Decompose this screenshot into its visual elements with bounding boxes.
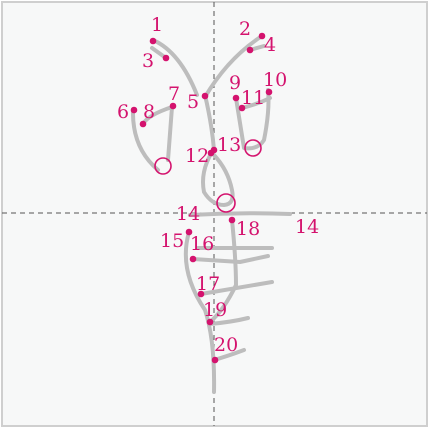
label-9: 9 <box>229 72 241 94</box>
stroke-left-loop-outer <box>130 108 160 172</box>
start-dot-1 <box>149 37 157 45</box>
stroke-bar-2 <box>191 254 270 264</box>
start-dot-16 <box>189 255 197 263</box>
label-18: 18 <box>236 218 260 240</box>
stroke-left-arm <box>151 38 199 97</box>
stroke-right-arm <box>203 34 264 99</box>
start-dot-13 <box>210 146 218 154</box>
label-20: 20 <box>214 334 238 356</box>
label-14-end: 14 <box>295 216 319 238</box>
end-ring <box>244 139 262 157</box>
label-5: 5 <box>187 91 199 113</box>
label-13: 13 <box>217 134 241 156</box>
start-dot-10 <box>265 88 273 96</box>
label-19: 19 <box>203 299 227 321</box>
label-3: 3 <box>142 50 154 72</box>
stroke-order-labels: 1 2 3 4 5 6 7 8 9 10 11 12 13 14 14 15 1… <box>117 14 319 356</box>
start-dot-5 <box>201 92 209 100</box>
start-dot-4 <box>246 46 254 54</box>
stroke-crossbar <box>188 211 292 217</box>
end-ring <box>154 157 172 175</box>
label-7: 7 <box>168 83 180 105</box>
label-8: 8 <box>143 101 155 123</box>
start-dot-20 <box>211 356 219 364</box>
stroke-bar-4 <box>208 316 250 326</box>
label-12: 12 <box>185 145 209 167</box>
stroke-bar-3 <box>199 280 274 296</box>
label-4: 4 <box>264 34 276 56</box>
start-dot-17 <box>197 290 205 298</box>
label-17: 17 <box>196 273 220 295</box>
end-ring <box>216 193 236 213</box>
label-2: 2 <box>239 18 251 40</box>
stroke-start-dots <box>130 32 273 364</box>
start-dot-18 <box>228 216 236 224</box>
stroke-right-loop <box>234 88 271 151</box>
label-16: 16 <box>190 233 214 255</box>
label-10: 10 <box>263 69 287 91</box>
start-dot-15 <box>185 228 193 236</box>
stroke-body-stem <box>208 218 238 324</box>
start-dot-6 <box>130 106 138 114</box>
start-dot-11 <box>238 104 246 112</box>
start-dot-8 <box>139 120 147 128</box>
start-dot-2 <box>258 32 266 40</box>
stroke-center-stem <box>203 93 216 152</box>
stroke-middle-loop <box>201 150 235 207</box>
label-15: 15 <box>160 230 184 252</box>
stroke-end-rings <box>154 139 262 213</box>
start-dot-9 <box>232 94 240 102</box>
label-14-start: 14 <box>176 203 200 225</box>
start-dot-19 <box>206 318 214 326</box>
start-dot-3 <box>162 54 170 62</box>
label-6: 6 <box>117 101 129 123</box>
label-11: 11 <box>241 87 265 109</box>
label-1: 1 <box>151 14 163 36</box>
start-dot-7 <box>169 102 177 110</box>
